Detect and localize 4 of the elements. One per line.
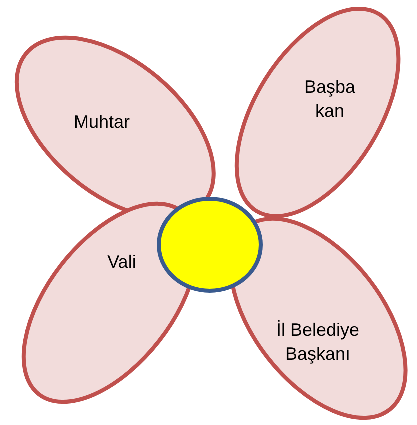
petal-label: Başba kan bbox=[303, 76, 356, 123]
petal-label: Muhtar bbox=[72, 110, 131, 134]
petal-label: Vali bbox=[106, 250, 138, 274]
petal-label: İl Belediye Başkanı bbox=[275, 318, 361, 366]
